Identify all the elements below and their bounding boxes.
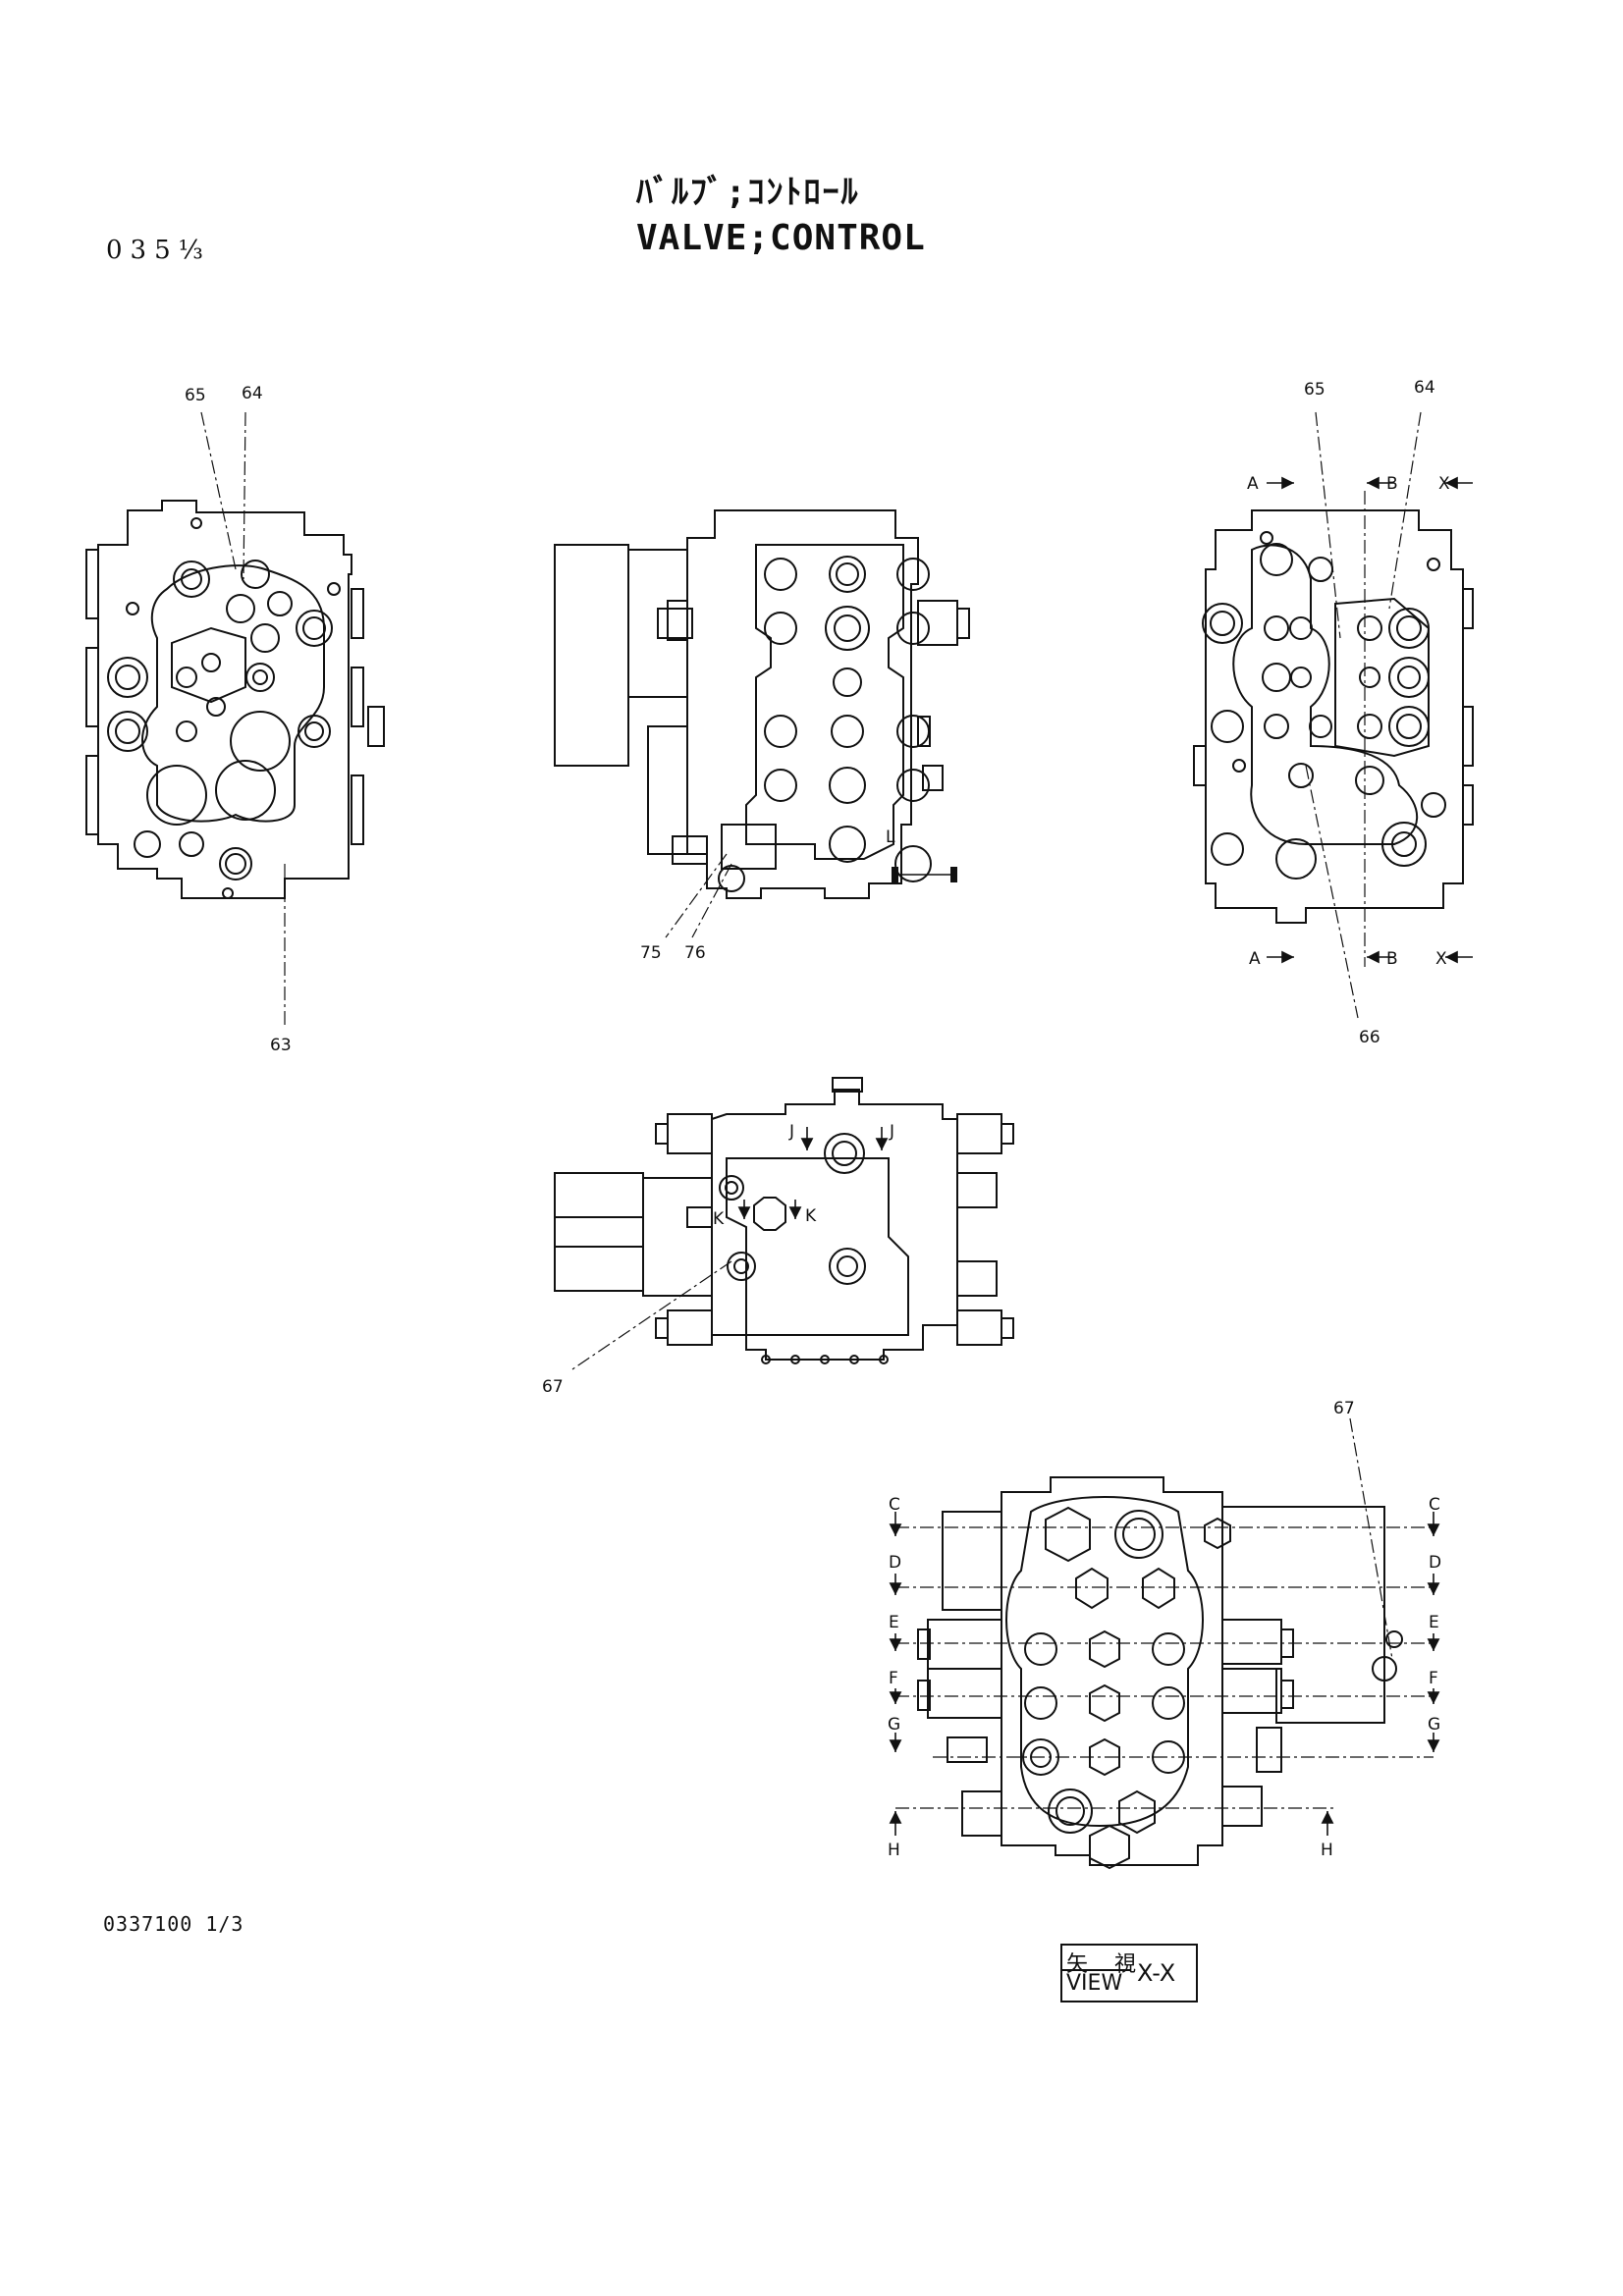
title-japanese: ﾊﾞﾙﾌﾞ;ｺﾝﾄﾛｰﾙ (636, 173, 860, 212)
mark-x-bottom: X (1435, 949, 1447, 969)
callouts-top-center: 75 76 (640, 943, 706, 963)
section-marks-bottom-right: C D E F G H (1321, 1495, 1441, 1860)
section-marks-top-right: A B X A B X (1247, 474, 1450, 969)
title-english: VALVE;CONTROL (636, 218, 926, 258)
section-marks-bottom-left: C D E F G H (888, 1495, 901, 1860)
mark-a-bottom: A (1249, 949, 1261, 969)
callout-65: 65 (185, 386, 206, 405)
mark-a-top: A (1247, 474, 1259, 494)
mark-g-left: G (888, 1715, 900, 1735)
callouts-middle: 67 (542, 1377, 564, 1397)
view-label-box (1060, 1944, 1198, 2002)
callout-66: 66 (1359, 1028, 1380, 1047)
callouts-top-right: 65 64 66 (1304, 378, 1435, 1047)
valve-view-bottom-right (917, 1476, 1403, 1870)
mark-l: L (886, 828, 895, 847)
section-marks-middle: J J K K (713, 1122, 894, 1229)
mark-h-right: H (1321, 1841, 1333, 1860)
callout-75: 75 (640, 943, 662, 963)
callout-65-right: 65 (1304, 380, 1325, 400)
drawing-number: 0337100 1/3 (103, 1912, 244, 1936)
mark-k-left: K (713, 1209, 725, 1229)
callout-67: 67 (542, 1377, 564, 1397)
mark-e-right: E (1429, 1613, 1439, 1632)
sheet-number: 035⅓ (106, 236, 211, 265)
callouts-top-left: 65 64 63 (185, 384, 292, 1055)
callout-64-right: 64 (1414, 378, 1435, 398)
mark-d-right: D (1429, 1553, 1441, 1573)
valve-view-top-right (1193, 509, 1474, 924)
mark-j-right: J (889, 1122, 894, 1142)
mark-b-top: B (1386, 474, 1398, 494)
callouts-bottom-right: 67 (1333, 1399, 1355, 1418)
mark-x-top: X (1438, 474, 1450, 494)
section-marks-top-center: L (886, 828, 895, 847)
callout-63: 63 (270, 1036, 292, 1055)
mark-f-left: F (889, 1669, 898, 1688)
view-label-japanese: 矢 視 (1066, 1952, 1146, 1977)
mark-g-right: G (1428, 1715, 1440, 1735)
callout-76: 76 (684, 943, 706, 963)
mark-b-bottom: B (1386, 949, 1398, 969)
mark-j-left: J (788, 1122, 794, 1142)
mark-h-left: H (888, 1841, 900, 1860)
mark-c-right: C (1429, 1495, 1440, 1515)
mark-e-left: E (889, 1613, 899, 1632)
mark-c-left: C (889, 1495, 900, 1515)
mark-k-right: K (805, 1206, 817, 1226)
valve-view-top-center (554, 509, 970, 899)
mark-f-right: F (1429, 1669, 1438, 1688)
view-label-english: VIEW (1066, 1971, 1123, 1996)
callout-64: 64 (242, 384, 263, 403)
valve-view-top-left (85, 500, 385, 899)
callout-67-bottom: 67 (1333, 1399, 1355, 1418)
mark-d-left: D (889, 1553, 901, 1573)
view-label-divider (1062, 1969, 1131, 1971)
view-label-id: X-X (1137, 1959, 1176, 1987)
valve-view-middle (554, 1077, 1014, 1364)
